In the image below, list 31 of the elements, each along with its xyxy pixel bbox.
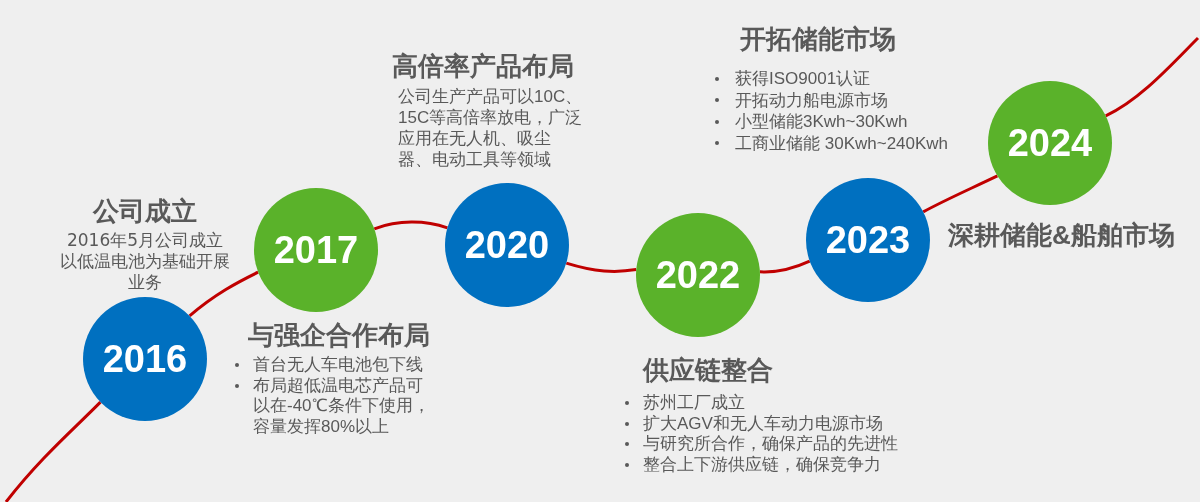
milestone-heading: 高倍率产品布局 [392,51,574,81]
bullet-text: 工商业储能 30Kwh~240Kwh [735,132,949,154]
year-circle: 2017 [254,188,378,312]
year-circle: 2023 [806,178,930,302]
bullet-text: 首台无人车电池包下线 [253,355,423,376]
bullet-text: 小型储能3Kwh~30Kwh [735,111,908,133]
milestone-heading: 公司成立 [93,196,197,226]
timeline-curve [373,220,448,231]
year-circle: 2022 [636,213,760,337]
milestone-description: 2016年5月公司成立以低温电池为基础开展业务 [59,230,231,293]
timeline-curve [188,270,259,318]
milestone-description: 公司生产产品可以10C、15C等高倍率放电，广泛应用在无人机、吸尘器、电动工具等领域 [398,86,584,170]
bullet-text: 苏州工厂成立 [643,393,745,414]
bullet-text: 布局超低温电芯产品可以在-40℃条件下使用，容量发挥80%以上 [253,375,431,437]
milestone-heading: 供应链整合 [643,355,773,385]
timeline-curve [565,261,637,273]
bullet-text: 获得ISO9001认证 [735,68,871,90]
timeline-curve [922,174,999,214]
bullet-text: 开拓动力船电源市场 [735,89,888,111]
bullet-text: 扩大AGV和无人车动力电源市场 [643,413,883,434]
milestone-heading: 开拓储能市场 [740,24,896,54]
bullet-text: 整合上下游供应链，确保竞争力 [643,454,881,475]
year-circle: 2020 [445,183,569,307]
timeline-curve [759,259,811,274]
milestone-heading: 深耕储能&船舶市场 [948,220,1175,250]
year-circle: 2016 [83,297,207,421]
milestone-heading: 与强企合作布局 [248,320,430,350]
timeline-curve [1105,36,1200,118]
timeline-curve [4,401,102,502]
bullet-text: 与研究所合作，确保产品的先进性 [643,434,898,455]
year-circle: 2024 [988,81,1112,205]
